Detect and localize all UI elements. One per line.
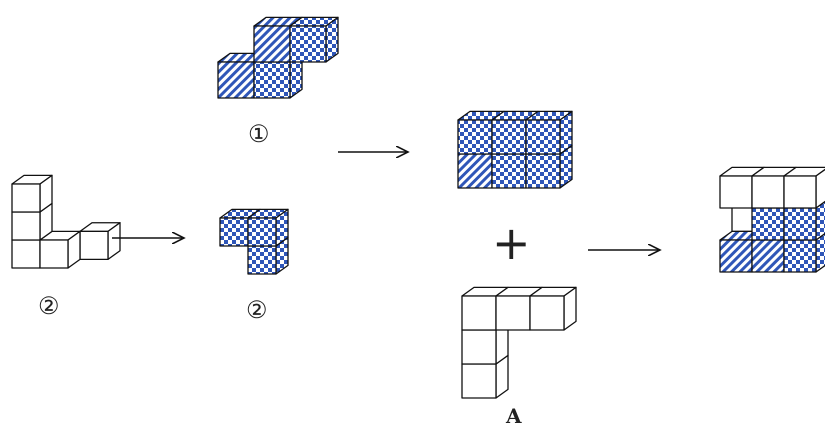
- piece-1-solid: [217, 16, 339, 99]
- cube-front-face: [751, 239, 785, 273]
- cube-front-face: [719, 175, 753, 209]
- cube-front-face: [11, 239, 41, 269]
- piece-2-right-solid: [219, 208, 289, 275]
- cube-front-face: [39, 239, 69, 269]
- cube-front-face: [219, 217, 249, 247]
- cube-front-face: [461, 329, 497, 365]
- cube-front-face: [253, 25, 291, 63]
- cube-front-face: [783, 239, 817, 273]
- cube-front-face: [461, 363, 497, 399]
- cube: [719, 166, 765, 209]
- cube: [461, 286, 509, 331]
- cube-front-face: [247, 217, 277, 247]
- result-solid: [719, 166, 825, 273]
- cube-front-face: [495, 295, 531, 331]
- cube-front-face: [491, 153, 527, 189]
- cube: [751, 239, 785, 273]
- cube-front-face: [751, 175, 785, 209]
- cube-front-face: [751, 207, 785, 241]
- cube-front-face: [247, 245, 277, 275]
- cube: [525, 144, 573, 189]
- piece-2-left-solid: [11, 174, 121, 269]
- cube: [11, 239, 41, 269]
- cube: [525, 110, 573, 155]
- cube: [247, 236, 289, 275]
- cube-front-face: [529, 295, 565, 331]
- cube-front-face: [217, 61, 255, 99]
- cube: [461, 320, 509, 365]
- cube: [253, 52, 303, 99]
- cube: [529, 286, 577, 331]
- plus-sign: +: [492, 216, 531, 270]
- cube-front-face: [719, 239, 753, 273]
- cube: [457, 153, 493, 189]
- cube: [39, 230, 81, 269]
- cube-front-face: [289, 25, 327, 63]
- cube-front-face: [525, 119, 561, 155]
- cube-front-face: [79, 230, 109, 261]
- cube: [783, 166, 825, 209]
- cube-front-face: [457, 119, 493, 155]
- answer-label: A: [506, 404, 522, 428]
- cube-side-face: [325, 16, 339, 63]
- cube-front-face: [783, 207, 817, 241]
- cube-front-face: [253, 61, 291, 99]
- answer-a-solid: [461, 286, 577, 399]
- label-piece-2-right: ②: [246, 296, 268, 324]
- cube-front-face: [783, 175, 817, 209]
- cube-front-face: [11, 211, 41, 241]
- cube: [11, 174, 53, 213]
- label-piece-2-left: ②: [38, 292, 60, 320]
- cube: [289, 16, 339, 63]
- cube-front-face: [491, 119, 527, 155]
- cube: [491, 153, 527, 189]
- cube-front-face: [457, 153, 493, 189]
- cube: [751, 207, 785, 241]
- cube: [11, 202, 53, 241]
- cube: [247, 208, 289, 247]
- cube-front-face: [461, 295, 497, 331]
- label-piece-1: ①: [248, 120, 270, 148]
- cube-front-face: [11, 183, 41, 213]
- combined-solid: [457, 110, 573, 189]
- cube-front-face: [525, 153, 561, 189]
- cube: [79, 222, 121, 261]
